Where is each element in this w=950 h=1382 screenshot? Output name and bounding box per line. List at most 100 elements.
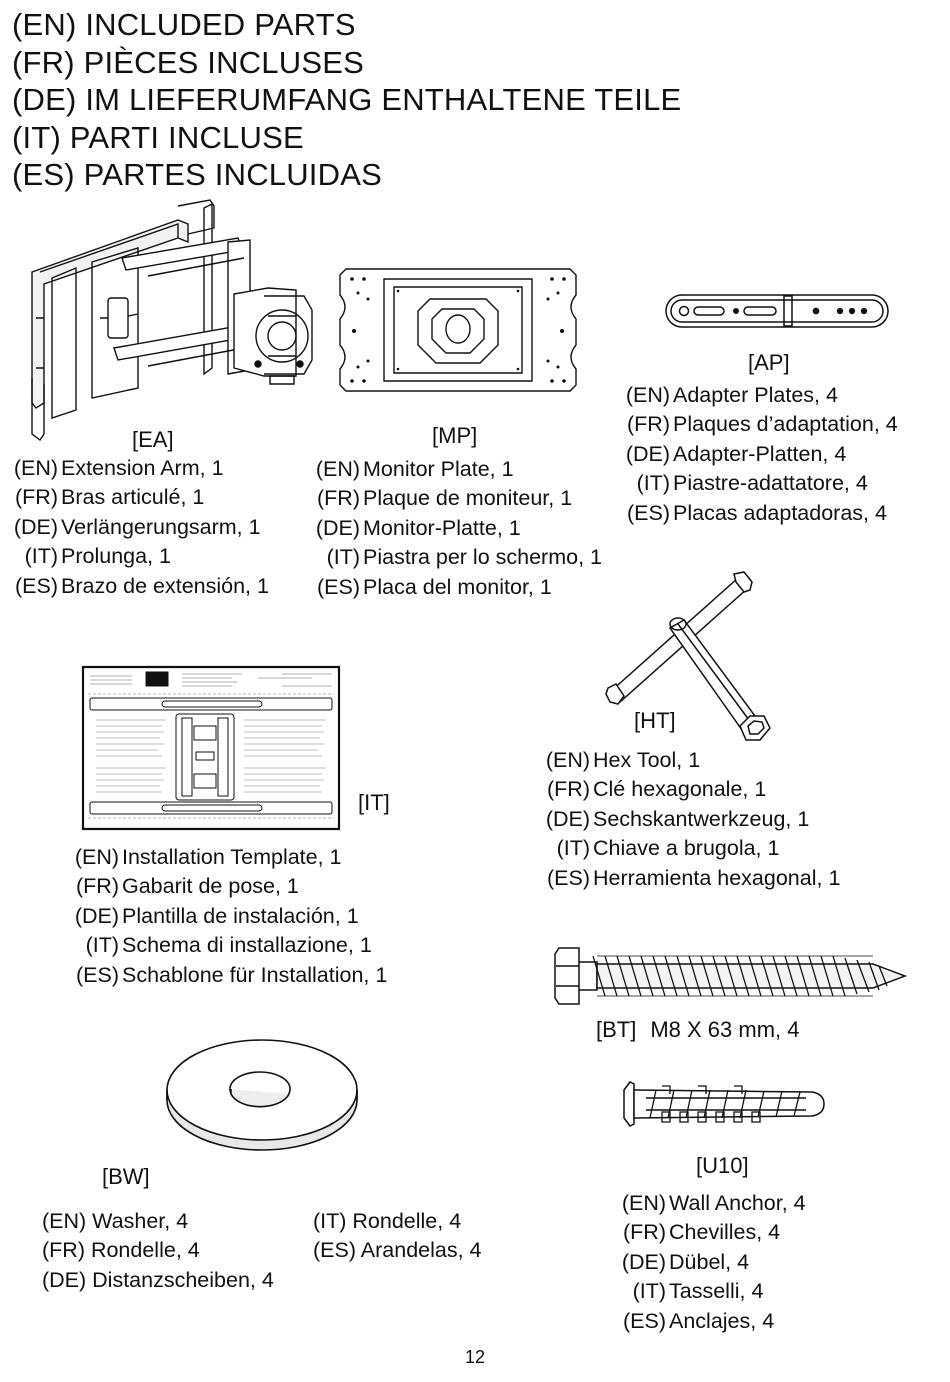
language-code: (IT) xyxy=(636,471,670,496)
list-item: (EN)Installation Template, 1 xyxy=(74,845,387,874)
part-name: Tasselli, 4 xyxy=(669,1279,764,1304)
part-name: Piastre-adattatore, 4 xyxy=(673,471,868,496)
part-name: Brazo de extensión, 1 xyxy=(61,573,269,598)
part-name: Wall Anchor, 4 xyxy=(669,1191,806,1215)
list-item: (ES)Placa del monitor, 1 xyxy=(314,575,602,604)
bolt-spec: M8 X 63 mm, 4 xyxy=(650,1017,800,1042)
part-name: Anclajes, 4 xyxy=(669,1308,775,1333)
language-code: (IT) xyxy=(632,1279,666,1304)
part-names-ea: (EN)Extension Arm, 1 (FR)Bras articulé, … xyxy=(12,456,269,603)
list-item: (FR)Clé hexagonale, 1 xyxy=(545,777,840,806)
part-names-mp: (EN)Monitor Plate, 1 (FR)Plaque de monit… xyxy=(314,457,602,604)
language-code: (EN) xyxy=(315,457,360,481)
part-label-bt: [BT]M8 X 63 mm, 4 xyxy=(596,1017,800,1043)
heading-line-de: (DE) IM LIEFERUMFANG ENTHALTENE TEILE xyxy=(12,82,682,117)
list-item: (FR)Plaques d’adaptation, 4 xyxy=(624,412,898,441)
list-item: (DE)Adapter-Platten, 4 xyxy=(624,442,898,471)
list-item: (FR)Chevilles, 4 xyxy=(621,1220,806,1249)
list-item: (ES)Schablone für Installation, 1 xyxy=(74,963,387,992)
hex-tool-drawing xyxy=(600,570,780,748)
part-code-ap: [AP] xyxy=(748,350,790,375)
part-name: Herramienta hexagonal, 1 xyxy=(593,865,841,890)
language-code: (FR) xyxy=(15,485,58,510)
wall-anchor-drawing xyxy=(616,1076,828,1132)
part-name: Prolunga, 1 xyxy=(61,544,171,569)
part-code-it: [IT] xyxy=(358,790,390,815)
language-code: (DE) xyxy=(315,515,360,540)
list-item: (FR)Gabarit de pose, 1 xyxy=(74,874,387,903)
part-names-it: (EN)Installation Template, 1 (FR)Gabarit… xyxy=(74,845,388,992)
list-item: (ES)Anclajes, 4 xyxy=(621,1309,806,1338)
list-item: (ES)Placas adaptadoras, 4 xyxy=(624,501,898,530)
heading-line-en: (EN) INCLUDED PARTS xyxy=(12,7,356,42)
language-code: (ES) xyxy=(15,573,58,598)
language-code: (EN) xyxy=(625,383,670,407)
list-item: (EN) Washer, 4 xyxy=(42,1209,189,1233)
list-item: (ES)Herramienta hexagonal, 1 xyxy=(545,866,840,895)
bolt-drawing xyxy=(553,946,909,1006)
language-code: (FR) xyxy=(623,1220,666,1245)
language-code: (ES) xyxy=(76,962,119,987)
list-item: (DE)Monitor-Platte, 1 xyxy=(314,516,602,545)
part-name: Dübel, 4 xyxy=(669,1249,750,1274)
list-item: (DE) Distanzscheiben, 4 xyxy=(42,1267,274,1292)
list-item: (IT)Tasselli, 4 xyxy=(621,1279,806,1308)
part-code-mp: [MP] xyxy=(432,423,478,448)
list-item: (FR) Rondelle, 4 xyxy=(42,1238,200,1263)
part-name: Monitor Plate, 1 xyxy=(363,457,514,481)
list-item: (IT)Piastra per lo schermo, 1 xyxy=(314,545,602,574)
language-code: (FR) xyxy=(547,777,590,802)
part-name: Plaque de moniteur, 1 xyxy=(363,486,573,511)
list-item: (IT)Schema di installazione, 1 xyxy=(74,933,387,962)
section-heading: (EN) INCLUDED PARTS (FR) PIÈCES INCLUSES… xyxy=(12,6,681,194)
language-code: (ES) xyxy=(547,865,590,890)
list-item: (EN)Wall Anchor, 4 xyxy=(621,1191,806,1220)
language-code: (DE) xyxy=(621,1249,666,1274)
part-name: Schablone für Installation, 1 xyxy=(122,962,388,987)
list-item: (IT) Rondelle, 4 xyxy=(313,1209,462,1233)
list-item: (DE)Verlängerungsarm, 1 xyxy=(12,515,269,544)
extension-arm-drawing xyxy=(28,198,328,440)
part-name: Adapter-Platten, 4 xyxy=(673,441,847,466)
list-item: (FR)Plaque de moniteur, 1 xyxy=(314,486,602,515)
part-names-ht: (EN)Hex Tool, 1 (FR)Clé hexagonale, 1 (D… xyxy=(545,748,841,895)
list-item: (ES) Arandelas, 4 xyxy=(313,1238,482,1263)
part-name: Piastra per lo schermo, 1 xyxy=(363,545,602,570)
part-name: Monitor-Platte, 1 xyxy=(363,515,521,540)
part-names-bw-col1: (EN) Washer, 4 (FR) Rondelle, 4 (DE) Dis… xyxy=(42,1209,274,1297)
part-code-ea: [EA] xyxy=(132,427,174,452)
list-item: (EN)Hex Tool, 1 xyxy=(545,748,840,777)
page-number: 12 xyxy=(464,1347,486,1367)
list-item: (EN)Extension Arm, 1 xyxy=(12,456,269,485)
part-name: Chiave a brugola, 1 xyxy=(593,836,780,861)
language-code: (EN) xyxy=(13,456,58,480)
part-name: Verlängerungsarm, 1 xyxy=(61,514,261,539)
heading-line-fr: (FR) PIÈCES INCLUSES xyxy=(12,44,364,80)
part-name: Adapter Plates, 4 xyxy=(673,383,838,407)
language-code: (IT) xyxy=(85,933,119,958)
monitor-plate-drawing xyxy=(338,265,578,395)
language-code: (EN) xyxy=(621,1191,666,1215)
list-item: (EN)Adapter Plates, 4 xyxy=(624,383,898,412)
washer-drawing xyxy=(165,1038,359,1158)
part-names-ap: (EN)Adapter Plates, 4 (FR)Plaques d’adap… xyxy=(624,383,898,530)
language-code: (EN) xyxy=(74,845,119,869)
language-code: (DE) xyxy=(13,514,58,539)
part-code-u10: [U10] xyxy=(696,1153,749,1178)
part-name: Bras articulé, 1 xyxy=(61,485,205,510)
list-item: (IT)Chiave a brugola, 1 xyxy=(545,836,840,865)
part-name: Chevilles, 4 xyxy=(669,1220,781,1245)
list-item: (EN)Monitor Plate, 1 xyxy=(314,457,602,486)
list-item: (DE)Sechskantwerkzeug, 1 xyxy=(545,807,840,836)
list-item: (FR)Bras articulé, 1 xyxy=(12,485,269,514)
part-name: Placas adaptadoras, 4 xyxy=(673,500,887,525)
language-code: (IT) xyxy=(556,836,590,861)
installation-template-drawing xyxy=(82,666,340,830)
part-code-ht: [HT] xyxy=(634,708,676,733)
list-item: (ES)Brazo de extensión, 1 xyxy=(12,574,269,603)
part-names-bw-col2: (IT) Rondelle, 4 (ES) Arandelas, 4 xyxy=(313,1209,482,1268)
language-code: (DE) xyxy=(545,806,590,831)
part-name: Hex Tool, 1 xyxy=(593,748,701,772)
language-code: (DE) xyxy=(625,441,670,466)
part-name: Sechskantwerkzeug, 1 xyxy=(593,806,810,831)
